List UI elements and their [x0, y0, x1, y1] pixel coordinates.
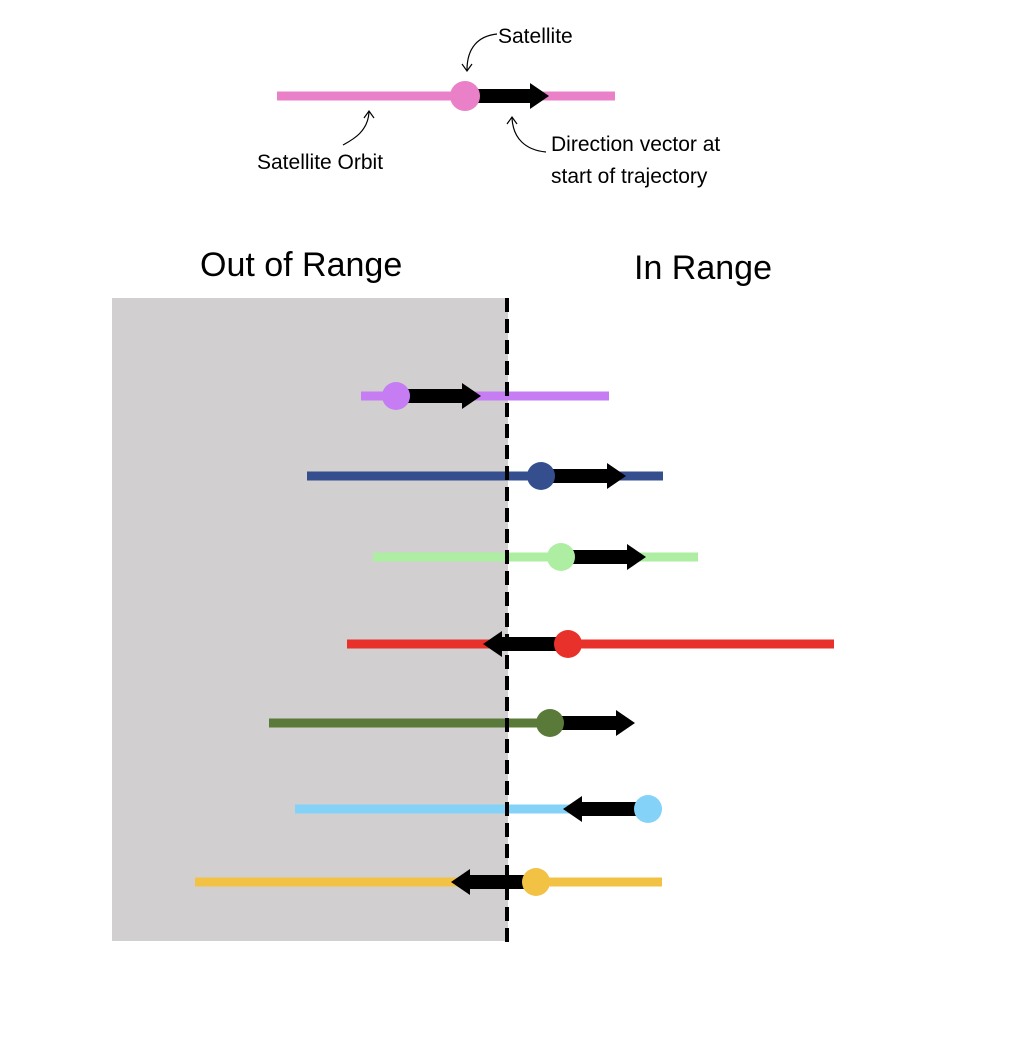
satellite-marker — [527, 462, 555, 490]
direction-arrow — [563, 796, 650, 822]
trajectories — [195, 382, 834, 896]
trajectory-3 — [373, 543, 698, 571]
trajectory-4 — [347, 630, 834, 658]
trajectory-5 — [269, 709, 635, 737]
satellite-marker — [554, 630, 582, 658]
direction-arrow — [550, 710, 635, 736]
direction-arrow — [561, 544, 646, 570]
satellite-pointer-head-icon — [461, 63, 473, 73]
trajectory-2 — [307, 462, 663, 490]
satellite-pointer-icon — [466, 33, 498, 71]
direction-label-line2: start of trajectory — [551, 165, 708, 188]
direction-pointer-head-icon — [506, 115, 518, 125]
trajectory-6 — [295, 795, 662, 823]
direction-arrow — [483, 631, 570, 657]
legend-satellite-marker — [450, 81, 480, 111]
orbit-pointer-head-icon — [363, 109, 375, 119]
in-range-heading: In Range — [634, 249, 772, 287]
orbit-label: Satellite Orbit — [257, 151, 383, 174]
satellite-marker — [382, 382, 410, 410]
satellite-marker — [522, 868, 550, 896]
direction-label-line1: Direction vector at — [551, 133, 720, 156]
orbit-pointer-icon — [342, 111, 370, 146]
direction-arrow — [541, 463, 626, 489]
direction-arrow — [396, 383, 481, 409]
direction-arrow — [451, 869, 538, 895]
satellite-marker — [634, 795, 662, 823]
trajectory-7 — [195, 868, 662, 896]
satellite-marker — [547, 543, 575, 571]
legend-direction-arrow — [465, 83, 549, 109]
trajectory-1 — [361, 382, 609, 410]
direction-pointer-icon — [511, 117, 547, 153]
legend: Satellite Satellite Orbit Direction vect… — [257, 25, 720, 188]
out-of-range-heading: Out of Range — [200, 246, 402, 284]
satellite-label: Satellite — [498, 25, 573, 48]
out-of-range-region — [112, 298, 508, 941]
satellite-marker — [536, 709, 564, 737]
